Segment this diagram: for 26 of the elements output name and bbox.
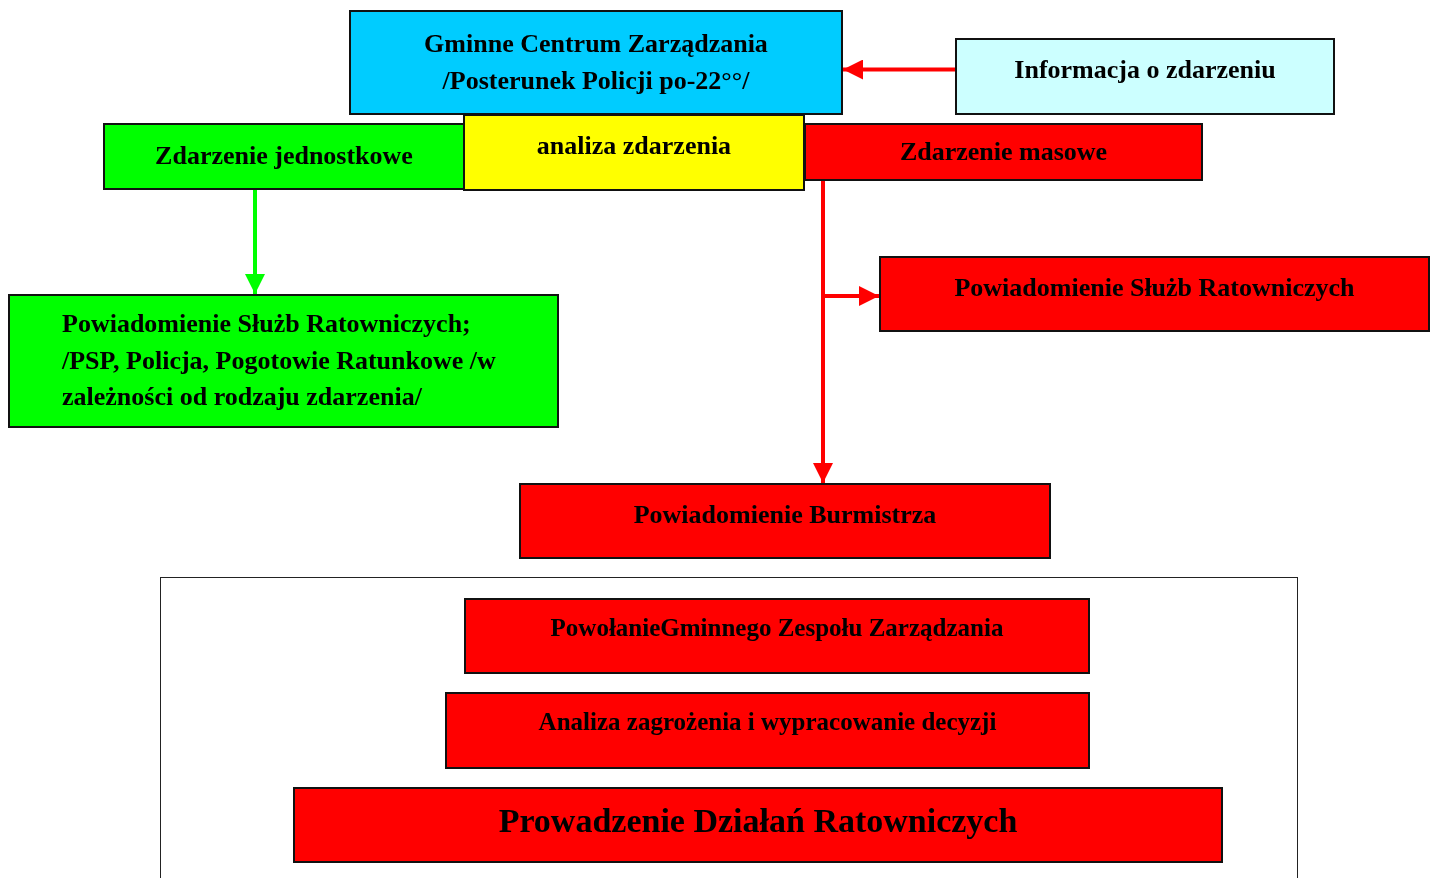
box-label: PowołanieGminnego Zespołu Zarządzania <box>550 613 1004 643</box>
box-label: Powiadomienie Służb Ratowniczych <box>954 272 1355 304</box>
box-label: Powiadomienie Służb Ratowniczych; /PSP, Policja, Pogotowie Ratunkowe /w zależności od rodzaju zdarzenia/ <box>62 308 497 414</box>
box-label: Gminne Centrum Zarządzania /Posterunek Policji po-22°°/ <box>423 28 769 97</box>
process-box <box>804 123 1203 181</box>
process-box <box>879 256 1430 332</box>
process-box <box>955 38 1335 115</box>
process-box <box>463 114 805 191</box>
process-box <box>293 787 1223 863</box>
frame-box <box>160 577 1298 878</box>
box-label: Analiza zagrożenia i wypracowanie decyzji <box>538 707 997 737</box>
box-label: analiza zdarzenia <box>536 130 732 162</box>
box-label: Zdarzenie masowe <box>899 135 1108 168</box>
box-label: Powiadomienie Burmistrza <box>633 499 937 531</box>
box-label: Zdarzenie jednostkowe <box>155 140 413 173</box>
process-box <box>519 483 1051 559</box>
process-box <box>464 598 1090 674</box>
box-label: Informacja o zdarzeniu <box>1014 54 1276 86</box>
process-box <box>445 692 1090 769</box>
process-box <box>103 123 465 190</box>
arrow <box>843 59 955 80</box>
process-box <box>8 294 559 428</box>
arrow <box>245 190 265 294</box>
arrow <box>813 181 833 483</box>
box-label: Prowadzenie Działań Ratowniczych <box>498 801 1018 841</box>
process-box <box>349 10 843 115</box>
